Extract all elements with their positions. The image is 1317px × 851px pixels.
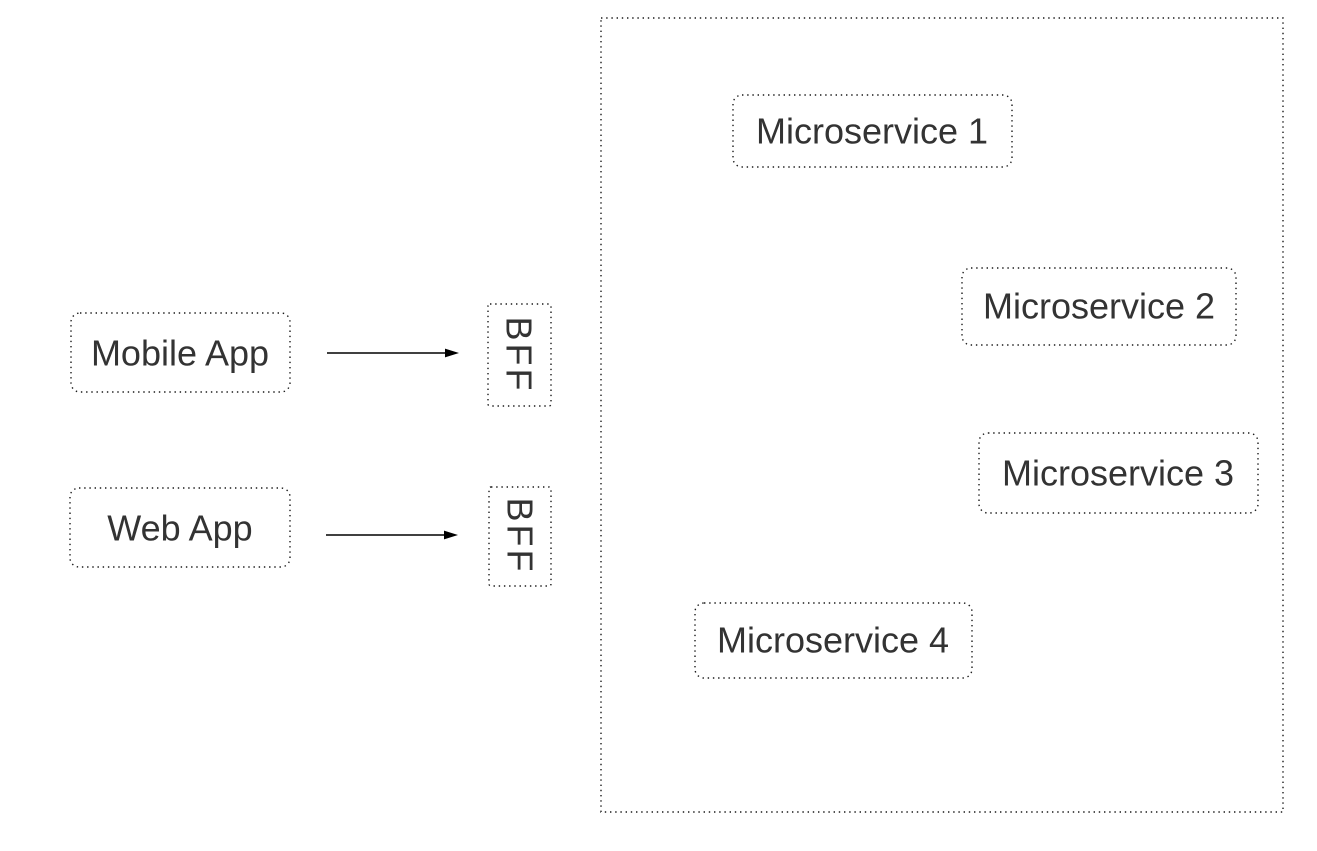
web-app-node xyxy=(69,487,291,568)
mobile-to-bff-arrow xyxy=(327,348,459,358)
microservice-4-label: Microservice 4 xyxy=(717,620,949,661)
bff-top-node xyxy=(487,303,552,407)
microservice-2-node xyxy=(961,267,1237,346)
microservice-1-label: Microservice 1 xyxy=(756,111,988,152)
mobile-app-label: Mobile App xyxy=(91,333,269,374)
bff-bottom-node xyxy=(488,486,552,587)
mobile-app-node xyxy=(70,312,291,393)
microservice-4-node xyxy=(694,602,973,679)
microservice-3-label: Microservice 3 xyxy=(1002,453,1234,494)
web-app-label: Web App xyxy=(107,508,252,549)
bff-top-label: BFF xyxy=(499,317,540,394)
web-to-bff-arrowhead-icon xyxy=(444,530,458,540)
microservice-1-node xyxy=(732,94,1013,168)
mobile-to-bff-arrowhead-icon xyxy=(445,348,459,358)
bff-bottom-label: BFF xyxy=(500,498,541,575)
web-to-bff-arrow xyxy=(326,530,458,540)
microservice-3-node xyxy=(978,432,1259,514)
microservice-2-label: Microservice 2 xyxy=(983,286,1215,327)
